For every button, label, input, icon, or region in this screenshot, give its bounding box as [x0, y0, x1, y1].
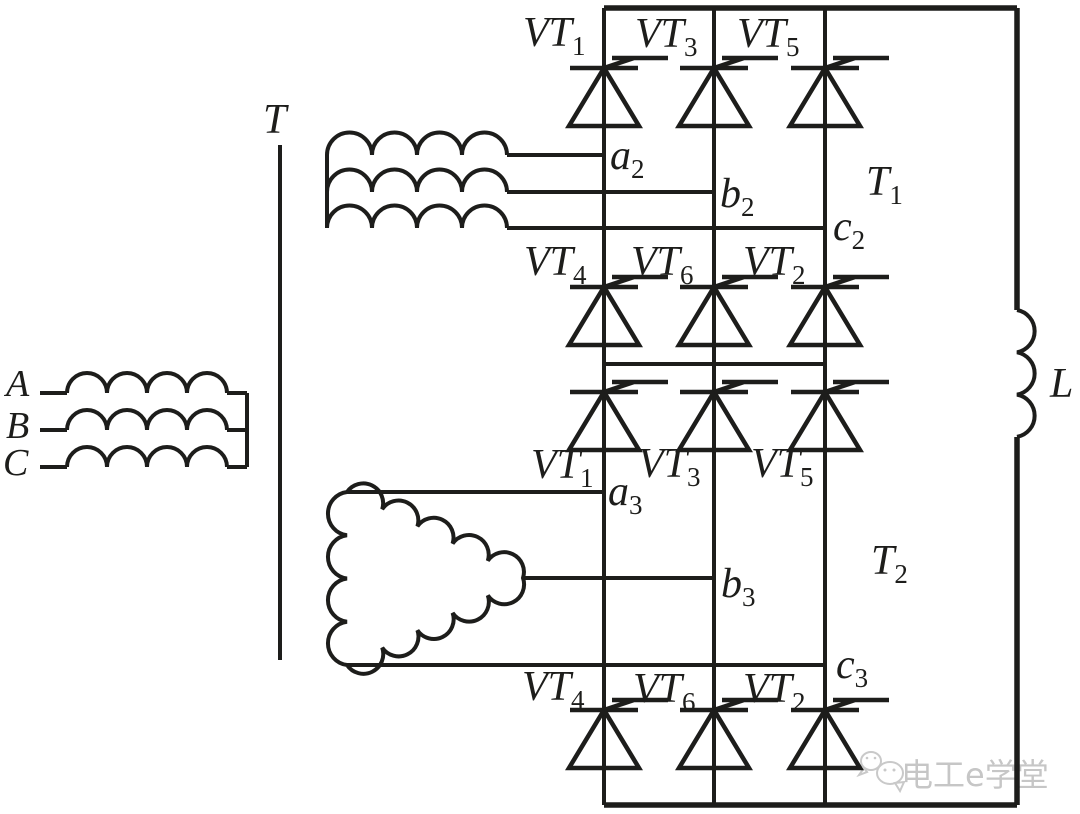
bridge-frame [602, 5, 1037, 808]
watermark-text: 电工e学堂 [901, 756, 1049, 794]
label-tap-b2: b2 [720, 171, 755, 222]
label-b1-vt5: VT5 [737, 11, 800, 62]
label-bridge2: T2 [871, 538, 908, 589]
label-b2-vt3: VT3 [638, 441, 701, 492]
thyristor-b2-vt1 [569, 382, 668, 450]
label-phase-c: C [3, 442, 29, 484]
label-tap-c2: c2 [833, 204, 865, 255]
watermark: 电工e学堂 [856, 751, 1049, 794]
label-bridge1: T1 [866, 159, 903, 210]
thyristor-b1-vt6 [679, 277, 778, 345]
smoothing-inductor-coil [1016, 308, 1037, 439]
star-coil-a2 [325, 130, 509, 157]
label-b2-vt1: VT1 [531, 442, 594, 493]
label-tap-b3: b3 [721, 561, 756, 612]
thyristor-b1-vt3 [679, 58, 778, 126]
label-b1-vt2: VT2 [743, 239, 806, 290]
label-phase-a: A [3, 363, 30, 405]
star-coil-c2 [325, 203, 509, 230]
delta-secondary-winding [326, 481, 825, 676]
label-tap-c3: c3 [836, 642, 868, 693]
label-b1-vt3: VT3 [635, 11, 698, 62]
label-b2-vt2: VT2 [743, 666, 806, 717]
label-b2-vt4: VT4 [522, 664, 585, 715]
primary-coil-c [65, 445, 229, 469]
label-b2-vt5: VT5 [751, 441, 814, 492]
thyristor-b2-vt5 [790, 382, 889, 450]
label-transformer: T [263, 97, 289, 143]
label-tap-a3: a3 [608, 469, 643, 520]
star-secondary-winding [325, 130, 825, 230]
thyristor-b2-vt3 [679, 382, 778, 450]
label-phase-b: B [6, 405, 29, 447]
label-b2-vt6: VT6 [633, 666, 696, 717]
delta-coil-triangle [326, 481, 527, 676]
label-b1-vt4: VT4 [524, 239, 587, 290]
star-coil-b2 [325, 167, 509, 194]
thyristor-b1-vt1 [569, 58, 668, 126]
primary-coil-b [65, 408, 229, 432]
label-b1-vt6: VT6 [631, 239, 694, 290]
primary-coil-a [65, 371, 229, 395]
wechat-bubbles-icon [856, 751, 906, 794]
primary-winding [40, 371, 249, 469]
label-inductor: L [1049, 361, 1073, 407]
label-tap-a2: a2 [610, 133, 645, 184]
thyristor-b1-vt5 [790, 58, 889, 126]
label-b1-vt1: VT1 [523, 10, 586, 61]
